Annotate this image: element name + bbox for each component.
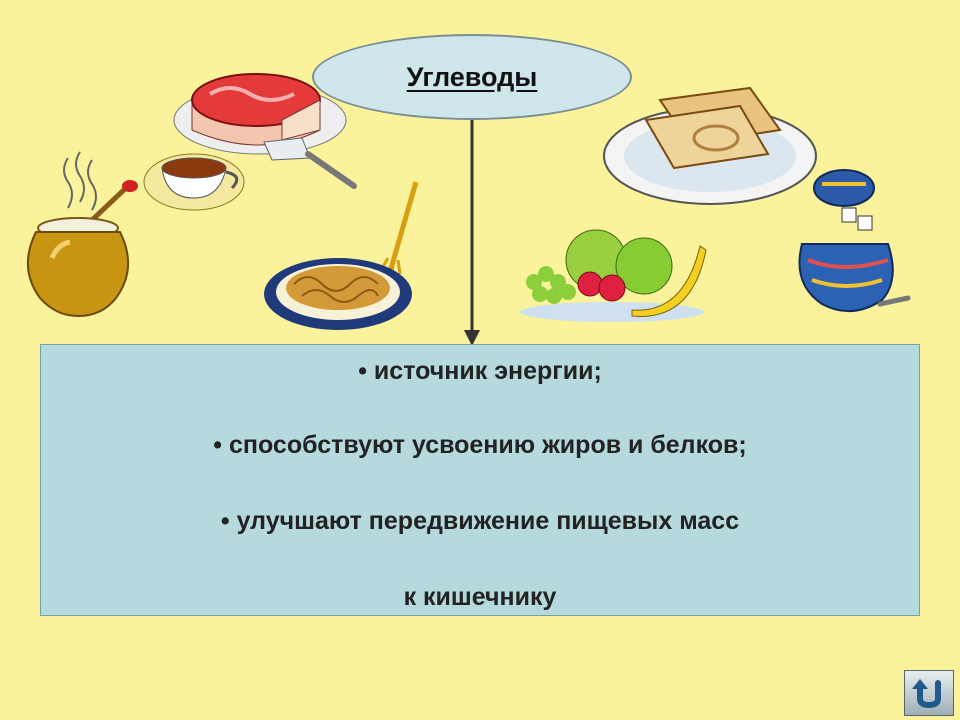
sugar-bowl-illustration <box>798 169 911 313</box>
porridge-pot-illustration <box>26 151 138 318</box>
properties-box: • источник энергии; • способствуют усвое… <box>40 344 920 616</box>
fruits-illustration <box>520 229 707 322</box>
property-line-intestine: к кишечнику <box>403 583 557 611</box>
property-line-absorption: • способствуют усвоению жиров и белков; <box>213 431 747 459</box>
bread-plate-illustration <box>603 86 817 205</box>
title-ellipse: Углеводы <box>312 34 632 120</box>
property-line-energy: • источник энергии; <box>358 357 602 385</box>
spaghetti-plate-illustration <box>264 181 419 330</box>
tea-cup-illustration <box>143 153 245 211</box>
back-button[interactable] <box>904 670 954 716</box>
cake-illustration <box>173 73 347 155</box>
property-line-movement: • улучшают передвижение пищевых масс <box>220 507 740 535</box>
u-turn-arrow-icon <box>912 679 941 709</box>
diagram-title: Углеводы <box>406 61 538 92</box>
cake-server-illustration <box>263 137 357 189</box>
